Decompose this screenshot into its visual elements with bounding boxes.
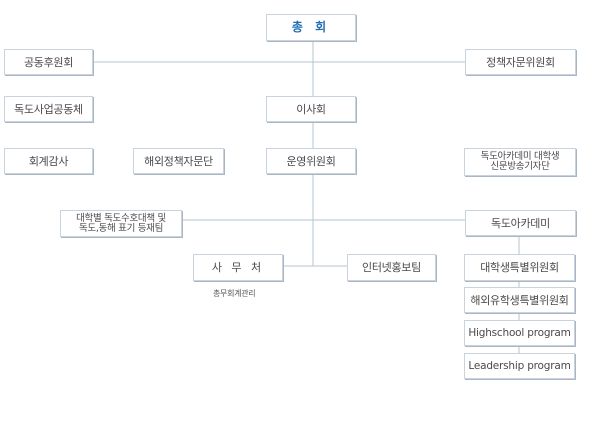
policy-advisory-label: 정책자문위원회: [486, 55, 555, 69]
supporters-label: 공동후원회: [23, 55, 74, 69]
academy-press-corps-line2: 신문방송기자단: [490, 161, 550, 172]
overseas-advisory-box: 해외정책자문단: [133, 148, 224, 174]
secretariat-box: 사 무 처: [193, 254, 283, 281]
steering-committee-label: 운영위원회: [286, 154, 336, 168]
secretariat-caption: 총무회계관리: [213, 289, 256, 298]
leadership-program-label: Leadership program: [468, 359, 571, 372]
board-label: 이사회: [296, 102, 326, 116]
secretariat-label: 사 무 처: [211, 261, 265, 274]
overseas-student-committee-label: 해외유학생특별위원회: [470, 293, 569, 307]
general-assembly-box: 총 회: [266, 14, 356, 41]
internet-pr-team-label: 인터넷홍보팀: [362, 261, 421, 274]
university-dokdo-team-box: 대학별 독도수호대책 및 독도,동해 표기 등재팀: [60, 210, 182, 237]
overseas-advisory-label: 해외정책자문단: [144, 154, 213, 168]
internet-pr-team-box: 인터넷홍보팀: [347, 254, 436, 281]
university-special-committee-label: 대학생특별위원회: [480, 261, 559, 274]
auditor-box: 회계감사: [4, 148, 93, 174]
supporters-box: 공동후원회: [4, 49, 93, 75]
steering-committee-box: 운영위원회: [266, 148, 356, 174]
university-dokdo-team-line2: 독도,동해 표기 등재팀: [78, 222, 164, 234]
board-box: 이사회: [266, 96, 356, 122]
policy-advisory-box: 정책자문위원회: [465, 49, 576, 75]
university-dokdo-team-line1: 대학별 독도수호대책 및: [76, 212, 166, 224]
academy-press-corps-line1: 독도아카데미 대학생: [480, 151, 560, 162]
auditor-label: 회계감사: [28, 154, 69, 168]
leadership-program-box: Leadership program: [464, 353, 575, 379]
general-assembly-label: 총 회: [291, 20, 331, 34]
dokdo-joint-label: 독도사업공동체: [14, 102, 83, 116]
dokdo-academy-label: 독도아카데미: [491, 216, 550, 230]
university-special-committee-box: 대학생특별위원회: [464, 254, 575, 281]
dokdo-joint-box: 독도사업공동체: [4, 96, 93, 122]
highschool-program-box: Highschool program: [464, 320, 575, 346]
academy-press-corps-box: 독도아카데미 대학생 신문방송기자단: [464, 148, 576, 176]
overseas-student-committee-box: 해외유학생특별위원회: [464, 287, 575, 313]
dokdo-academy-box: 독도아카데미: [465, 210, 576, 236]
highschool-program-label: Highschool program: [468, 326, 571, 339]
